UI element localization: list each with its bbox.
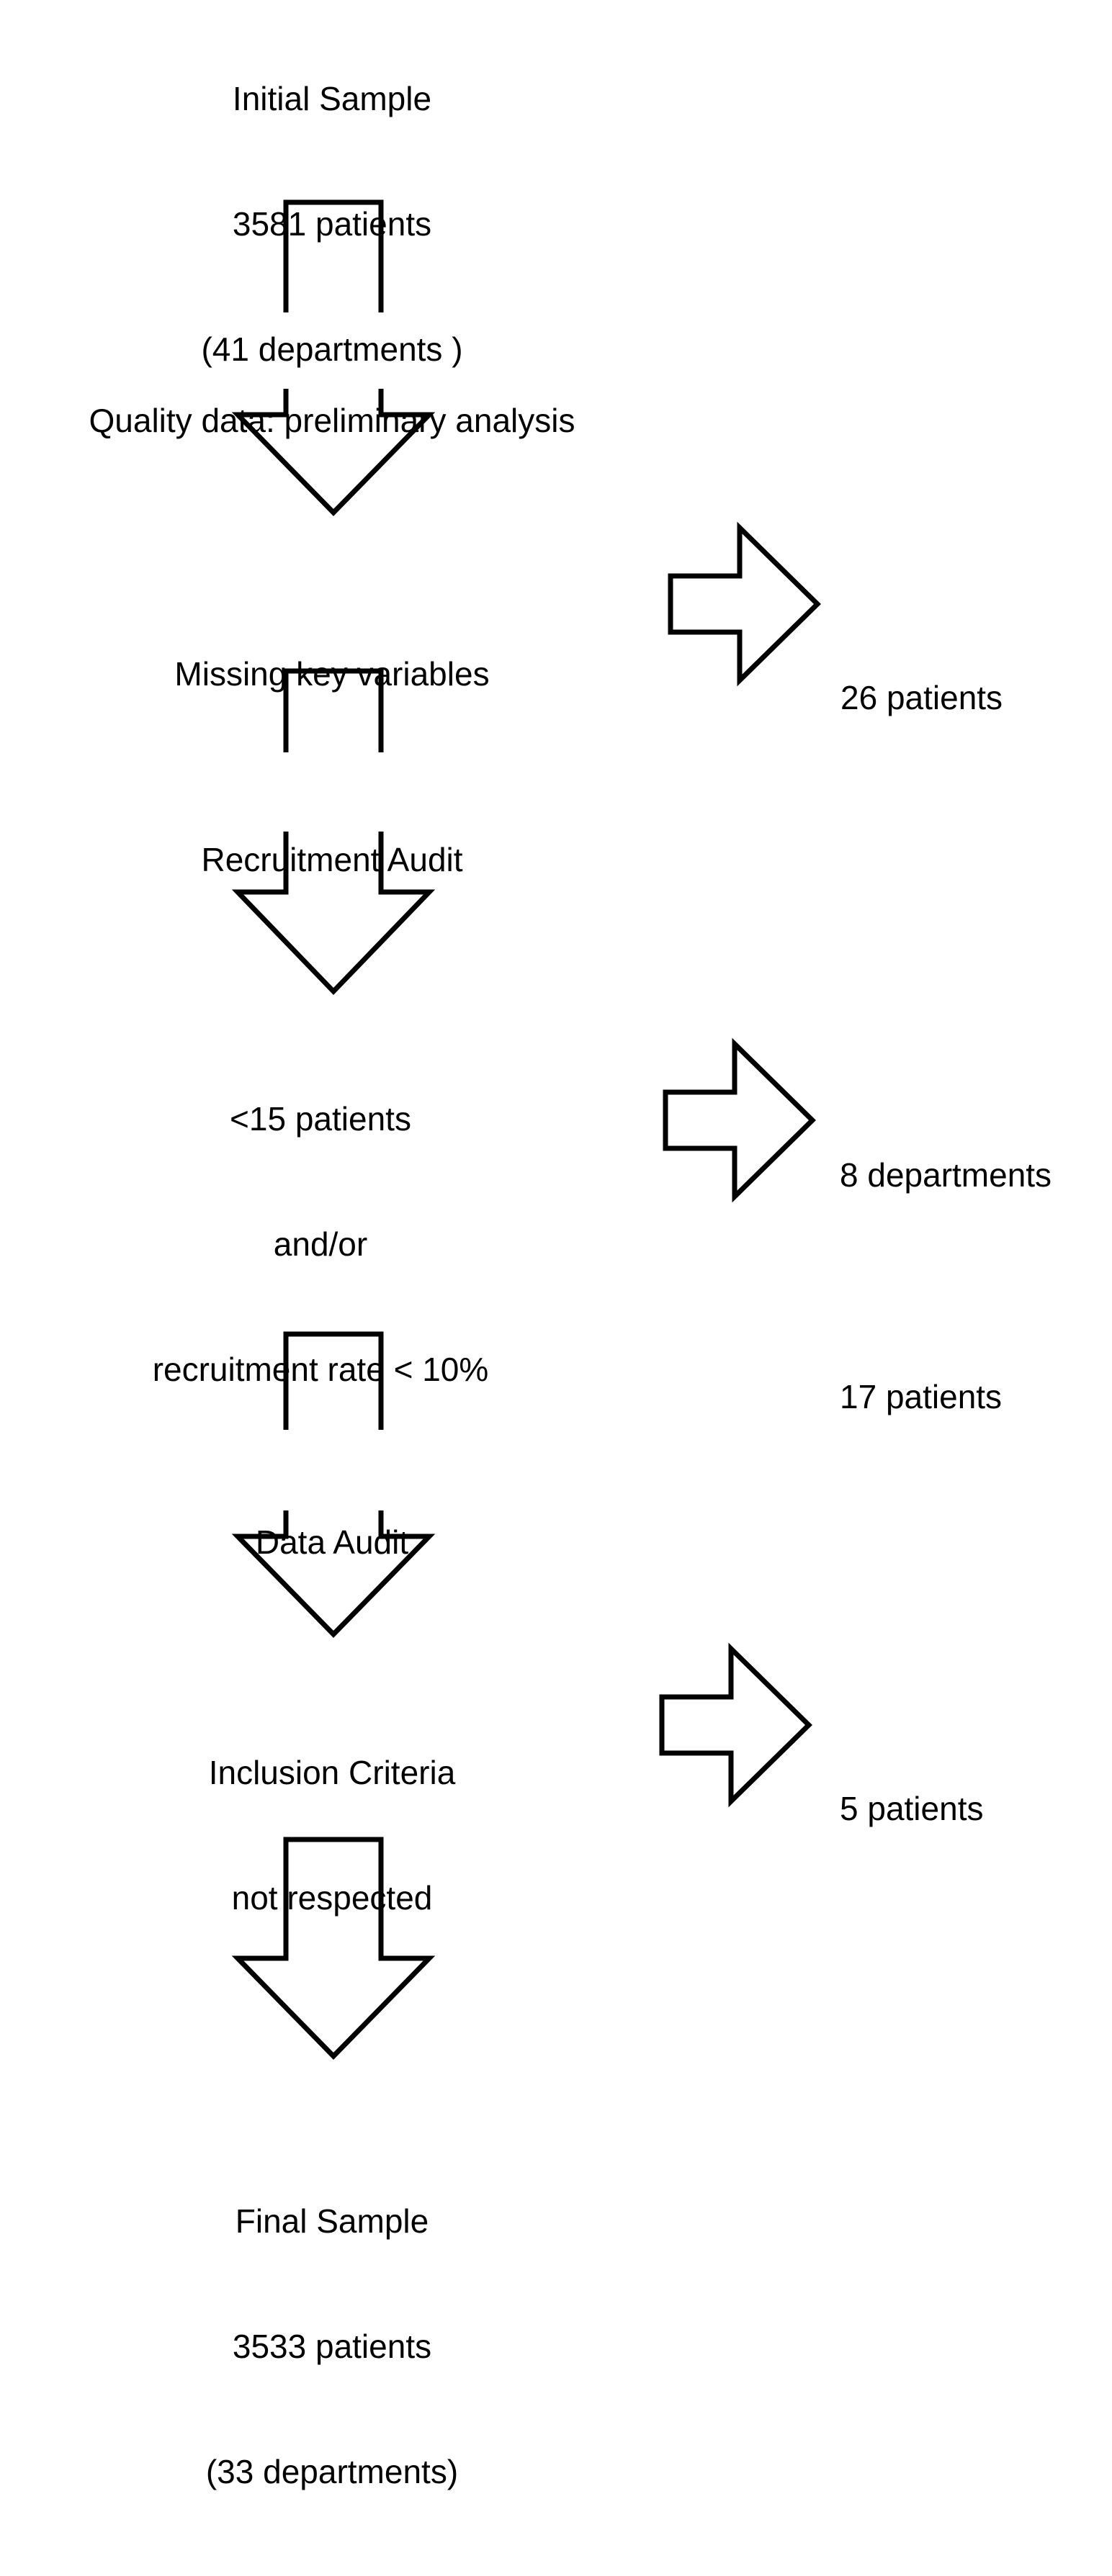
node-initial-sample: Initial Sample 3581 patients (41 departm… <box>8 0 656 454</box>
final-sample-line-2: 3533 patients <box>232 2328 432 2365</box>
exclusion-2-line-2: 17 patients <box>840 1378 1003 1415</box>
low-recruitment-line-1: <15 patients <box>230 1100 411 1138</box>
exclusion-2-spacer <box>840 1279 1112 1292</box>
node-inclusion-criteria: Inclusion Criteria not respected <box>8 1668 656 2002</box>
down-arrow-shaft-3 <box>283 1331 384 1430</box>
node-recruitment-audit: Recruitment Audit <box>8 755 656 964</box>
recruitment-audit-label: Recruitment Audit <box>201 841 463 878</box>
inclusion-criteria-line-1: Inclusion Criteria <box>208 1754 456 1791</box>
initial-sample-line-3: (41 departments ) <box>201 330 463 368</box>
down-arrow-shaft-1 <box>283 199 384 312</box>
quality-data-label: Quality data: preliminary analysis <box>89 402 575 439</box>
data-audit-label: Data Audit <box>255 1523 409 1561</box>
inclusion-criteria-line-2: not respected <box>231 1879 433 1917</box>
flowchart-canvas: Initial Sample 3581 patients (41 departm… <box>0 0 1112 2490</box>
exclusion-missing-key-variables: 26 patients <box>840 593 1112 802</box>
node-quality-data: Quality data: preliminary analysis <box>0 316 692 525</box>
node-low-recruitment: <15 patients and/or recruitment rate < 1… <box>0 1014 681 1474</box>
low-recruitment-line-3: recruitment rate < 10% <box>152 1351 489 1388</box>
low-recruitment-line-2: and/or <box>273 1225 368 1263</box>
down-arrow-head-2 <box>231 832 436 996</box>
exclusion-inclusion-criteria: 5 patients <box>840 1704 1112 1913</box>
exclusion-3-line-1: 5 patients <box>840 1790 984 1827</box>
exclusion-2-line-1: 8 departments <box>840 1156 1052 1194</box>
missing-key-variables-label: Missing key variables <box>174 655 490 693</box>
final-sample-line-3: (33 departments) <box>205 2453 459 2490</box>
down-arrow-head-1 <box>231 389 436 517</box>
down-arrow-full-4 <box>231 1837 436 2061</box>
right-arrow-3 <box>659 1642 812 1808</box>
node-data-audit: Data Audit <box>8 1438 656 1647</box>
right-arrow-1 <box>668 521 821 687</box>
initial-sample-line-2: 3581 patients <box>232 205 432 243</box>
node-missing-key-variables: Missing key variables <box>8 569 656 778</box>
right-arrow-2 <box>663 1037 816 1203</box>
down-arrow-head-3 <box>231 1510 436 1639</box>
initial-sample-line-1: Initial Sample <box>232 80 432 117</box>
final-sample-line-1: Final Sample <box>235 2202 429 2240</box>
down-arrow-shaft-2 <box>283 668 384 752</box>
exclusion-low-recruitment: 8 departments 17 patients <box>840 1071 1112 1501</box>
node-final-sample: Final Sample 3533 patients (33 departmen… <box>8 2117 656 2576</box>
exclusion-1-line-1: 26 patients <box>840 679 1003 716</box>
